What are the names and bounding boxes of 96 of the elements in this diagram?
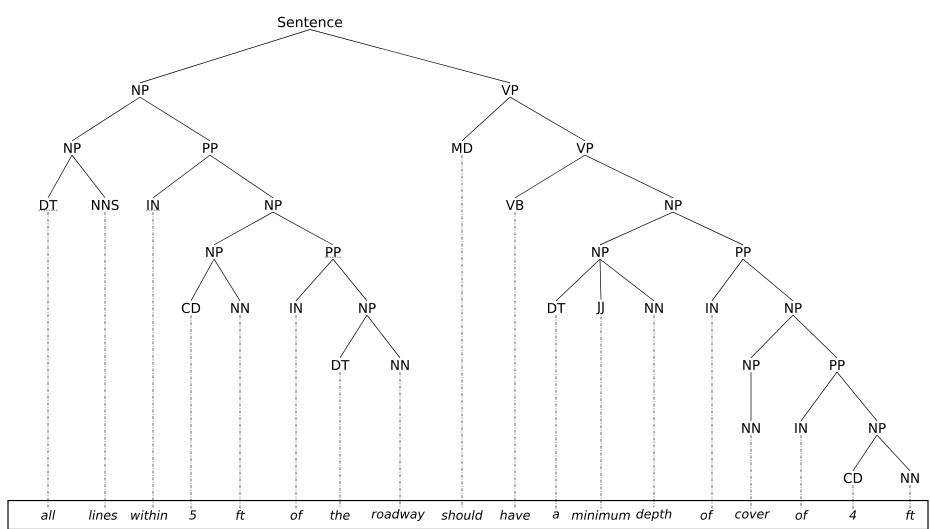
tag-label: NN xyxy=(391,360,409,370)
tree-branch xyxy=(214,258,240,302)
tree-branch xyxy=(340,314,368,358)
tag-label: VP xyxy=(501,85,518,95)
root-label: Sentence xyxy=(278,16,342,28)
tree-branch xyxy=(514,154,586,198)
word-label: should xyxy=(441,510,483,520)
word-label: within xyxy=(131,510,168,520)
tree-branch xyxy=(584,154,674,198)
dotted-leader xyxy=(800,434,802,509)
tree-branch xyxy=(190,258,214,302)
tag-label: DT xyxy=(548,303,566,313)
tag-label: NP xyxy=(132,85,149,95)
tree-branch xyxy=(800,372,838,422)
tree-branch xyxy=(72,96,140,142)
tree-branch xyxy=(152,154,210,198)
word-label: ft xyxy=(236,510,246,520)
tag-label: NP xyxy=(869,423,886,433)
tree-branch xyxy=(366,314,400,358)
word-label: roadway xyxy=(372,508,425,522)
tag-label: IN xyxy=(706,303,718,313)
tree-branch xyxy=(600,212,674,246)
tag-label: NP xyxy=(64,143,81,153)
tree-branch xyxy=(510,96,586,142)
tree-branch xyxy=(600,258,602,300)
tag-label: IN xyxy=(290,303,302,313)
tree-branch xyxy=(750,314,794,358)
tree-branch xyxy=(852,434,878,472)
word-label: a xyxy=(552,511,559,519)
tag-label: NP xyxy=(665,200,682,210)
word-label: all xyxy=(41,510,56,520)
word-label: 4 xyxy=(849,510,856,520)
word-label: the xyxy=(330,510,350,520)
tag-label: PP xyxy=(326,247,341,257)
word-label: have xyxy=(500,510,530,520)
sentence-box xyxy=(7,500,929,529)
tag-label: NP xyxy=(785,303,802,313)
tree-branch xyxy=(600,258,654,302)
tree-branch xyxy=(210,154,274,198)
tag-label: PP xyxy=(203,143,218,153)
tree-branch xyxy=(140,96,210,142)
tag-label: VP xyxy=(576,143,594,153)
tag-label: JJ xyxy=(596,302,604,314)
tree-branch xyxy=(332,258,368,302)
dotted-leader xyxy=(104,212,106,509)
dotted-leader xyxy=(190,315,192,509)
tag-label: CD xyxy=(844,472,862,484)
tag-label: NP xyxy=(592,247,609,257)
tag-label: DT xyxy=(332,360,350,370)
word-label: cover xyxy=(735,511,770,519)
tree-branch xyxy=(462,96,510,142)
tree-branch xyxy=(876,434,910,472)
dotted-leader xyxy=(852,485,854,510)
tag-label: NN xyxy=(742,423,760,433)
tag-label: IN xyxy=(147,200,159,210)
word-label: 5 xyxy=(189,510,196,520)
tree-branch xyxy=(742,258,794,302)
tree-branch xyxy=(140,29,310,84)
tag-label: NP xyxy=(265,200,282,210)
word-label: of xyxy=(700,510,714,520)
tag-label: PP xyxy=(736,247,751,257)
tag-label: NP xyxy=(206,247,223,257)
tag-label: IN xyxy=(795,423,807,433)
tag-label: DT xyxy=(40,200,58,210)
word-label: depth xyxy=(636,508,672,522)
dotted-leader xyxy=(750,434,752,510)
tree-branch xyxy=(272,212,334,246)
tree-branch xyxy=(792,314,838,358)
word-label: of xyxy=(796,510,809,520)
tag-label: NN xyxy=(231,303,249,313)
tree-branch xyxy=(672,212,744,246)
tag-label: NP xyxy=(359,303,376,313)
tag-label: NN xyxy=(901,473,919,483)
tree-branch xyxy=(556,258,600,302)
tree-branch xyxy=(836,372,878,422)
word-label: ft xyxy=(906,510,916,520)
dotted-leader xyxy=(514,212,516,509)
dotted-leader xyxy=(600,316,602,509)
tag-label: CD xyxy=(182,302,200,314)
tag-label: NP xyxy=(743,360,760,370)
tree-branch xyxy=(214,212,274,246)
tag-label: NN xyxy=(645,303,663,313)
tag-label: PP xyxy=(830,360,845,370)
word-label: minimum xyxy=(572,510,630,520)
tag-label: NNS xyxy=(92,200,119,210)
word-label: of xyxy=(290,510,304,520)
tree-branch xyxy=(712,258,744,302)
tree-branch xyxy=(750,372,752,422)
dotted-leader xyxy=(152,212,154,509)
tree-branch xyxy=(72,154,106,198)
tag-label: VB xyxy=(506,200,524,210)
tree-branch xyxy=(48,154,72,198)
tree-branch xyxy=(310,29,510,84)
tree-branch xyxy=(296,258,334,302)
word-label: lines xyxy=(88,510,118,520)
tag-label: MD xyxy=(452,143,472,153)
